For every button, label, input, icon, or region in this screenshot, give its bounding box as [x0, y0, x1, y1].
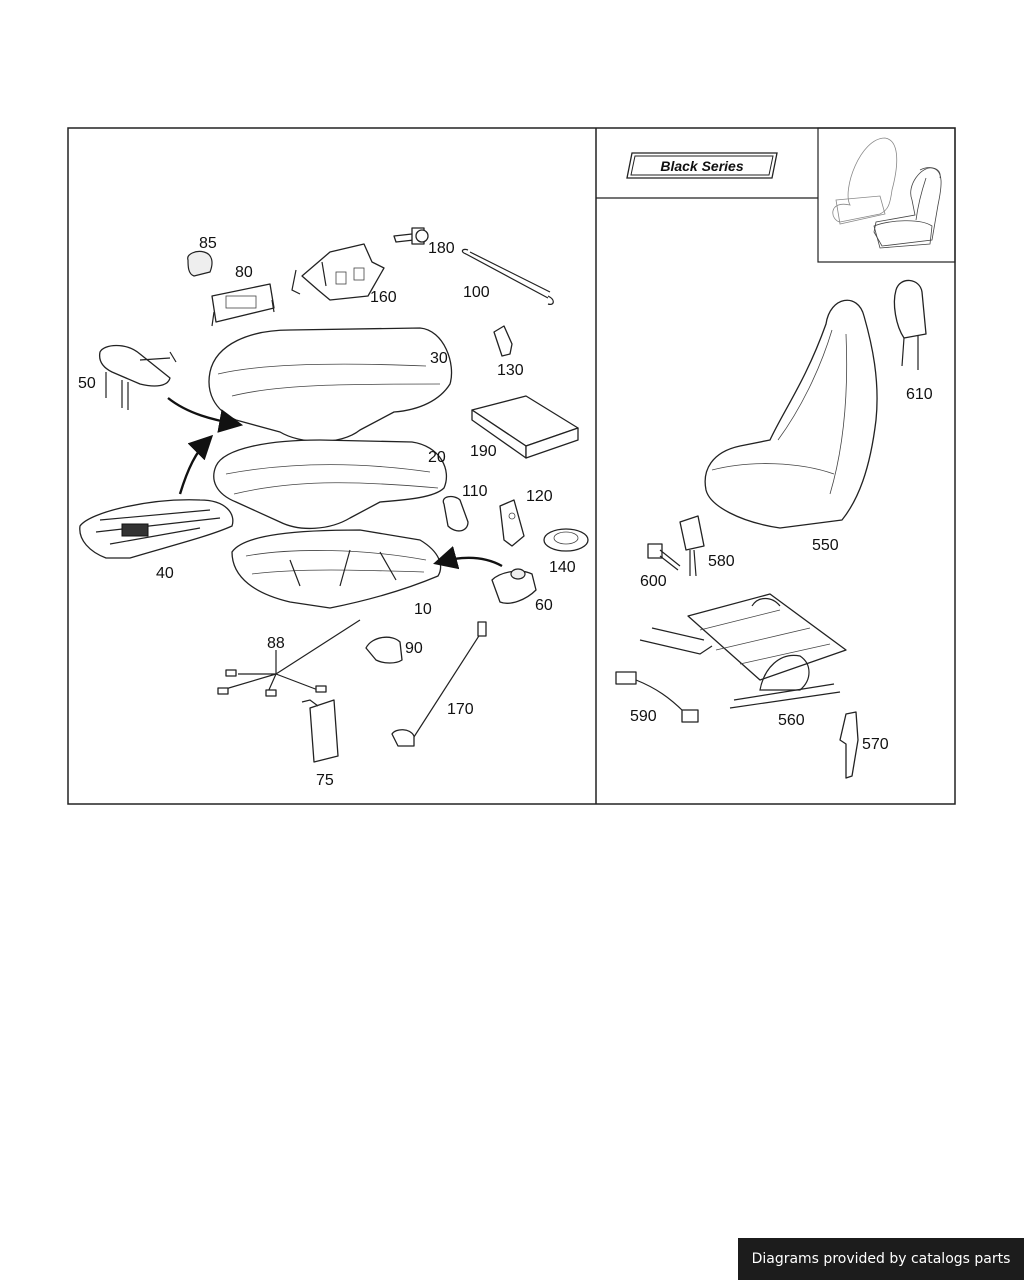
arrow-60-to-10: [433, 546, 503, 570]
part-160-bracket-icon: [291, 243, 385, 301]
part-40-heating-mat-icon: [79, 499, 234, 559]
callout-90: 90: [405, 640, 423, 657]
callout-100: 100: [463, 284, 490, 301]
callout-590: 590: [630, 708, 657, 725]
callout-80: 80: [235, 264, 253, 281]
part-570-bracket-icon: [839, 711, 859, 779]
part-30-cushion-cover-icon: [208, 327, 453, 443]
callout-10: 10: [414, 601, 432, 618]
callout-160: 160: [370, 289, 397, 306]
part-190-pad-icon: [471, 395, 579, 459]
callout-190: 190: [470, 443, 497, 460]
part-140-ring-icon: [543, 528, 589, 552]
part-50-trim-cover-icon: [98, 344, 177, 410]
part-550-seat-icon: [704, 299, 878, 529]
callout-610: 610: [906, 386, 933, 403]
callout-88: 88: [267, 635, 285, 652]
part-75-module-icon: [301, 699, 339, 763]
arrow-50-to-30: [167, 397, 244, 433]
part-560-seat-frame-icon: [639, 593, 847, 709]
part-80-switch-module-icon: [211, 283, 275, 327]
callout-labels: 85 80 180 160 100 130 50 30 190 20 110 1…: [78, 235, 933, 789]
callout-600: 600: [640, 573, 667, 590]
callout-20: 20: [428, 449, 446, 466]
part-60-actuator-icon: [491, 568, 537, 604]
callout-580: 580: [708, 553, 735, 570]
callout-40: 40: [156, 565, 174, 582]
callout-180: 180: [428, 240, 455, 257]
part-180-bolt-icon: [393, 227, 429, 245]
part-85-cap-icon: [187, 250, 213, 277]
part-600-bolt-icon: [647, 543, 681, 571]
callout-110: 110: [462, 483, 488, 500]
callout-550: 550: [812, 537, 839, 554]
part-110-clip-icon: [442, 495, 469, 532]
part-90-cover-icon: [365, 636, 403, 664]
part-20-cushion-foam-icon: [213, 439, 448, 530]
part-590-harness-icon: [615, 671, 699, 723]
diagram-frame: [67, 127, 956, 805]
part-170-cable-icon: [391, 621, 487, 747]
part-580-buckle-icon: [679, 515, 705, 577]
callout-170: 170: [447, 701, 474, 718]
footer-credit: Diagrams provided by catalogs parts: [738, 1238, 1024, 1280]
part-610-headrest-icon: [893, 279, 927, 370]
callout-570: 570: [862, 736, 889, 753]
thumbnail-box: [817, 127, 956, 263]
part-10-seat-pan-icon: [231, 529, 442, 609]
black-series-badge: Black Series: [626, 152, 778, 179]
callout-560: 560: [778, 712, 805, 729]
part-88-wiring-icon: [217, 619, 361, 697]
callout-140: 140: [549, 559, 576, 576]
callout-120: 120: [526, 488, 553, 505]
callout-60: 60: [535, 597, 553, 614]
part-130-clip-icon: [493, 325, 513, 357]
seat-thumbnail-icon: [832, 137, 942, 249]
part-100-cable-icon: [461, 248, 554, 305]
footer-credit-text: Diagrams provided by catalogs parts: [751, 1251, 1011, 1267]
callout-50: 50: [78, 375, 96, 392]
callout-85: 85: [199, 235, 217, 252]
badge-label: Black Series: [660, 158, 743, 174]
callout-30: 30: [430, 350, 448, 367]
arrow-40-to-20: [178, 434, 214, 495]
callout-130: 130: [497, 362, 524, 379]
callout-75: 75: [316, 772, 334, 789]
part-120-bracket-icon: [499, 499, 525, 547]
